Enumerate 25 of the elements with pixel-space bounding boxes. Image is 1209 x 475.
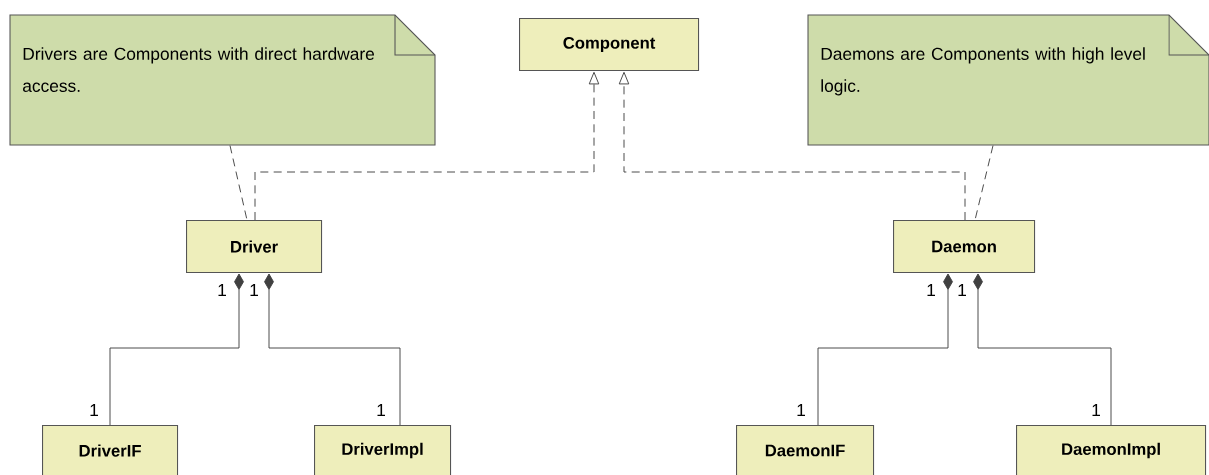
multiplicity: 1: [90, 404, 98, 416]
multiplicity: 1: [927, 284, 935, 296]
class-box: DaemonIF: [736, 425, 875, 475]
class-box: DaemonImpl: [1016, 425, 1207, 475]
multiplicity: 1: [377, 404, 385, 416]
class-box: DriverIF: [42, 425, 179, 475]
class-box: Driver: [186, 220, 323, 274]
connector: [109, 273, 244, 426]
multiplicity: 1: [958, 284, 966, 296]
connector: [229, 145, 248, 221]
connector: [973, 273, 1112, 426]
connector: [264, 273, 401, 426]
multiplicity: 1: [797, 404, 805, 416]
class-box: Component: [519, 18, 700, 72]
class-box: Daemon: [893, 220, 1036, 274]
connector: [254, 71, 600, 221]
note: Daemons are Components with high level logic.: [807, 14, 1209, 146]
class-box: DriverImpl: [314, 425, 452, 475]
connector: [974, 145, 994, 221]
multiplicity: 1: [1092, 404, 1100, 416]
connector: [618, 71, 966, 221]
note: Drivers are Components with direct hardware access.: [9, 14, 436, 146]
multiplicity: 1: [218, 284, 226, 296]
multiplicity: 1: [250, 284, 258, 296]
connector: [817, 273, 953, 426]
